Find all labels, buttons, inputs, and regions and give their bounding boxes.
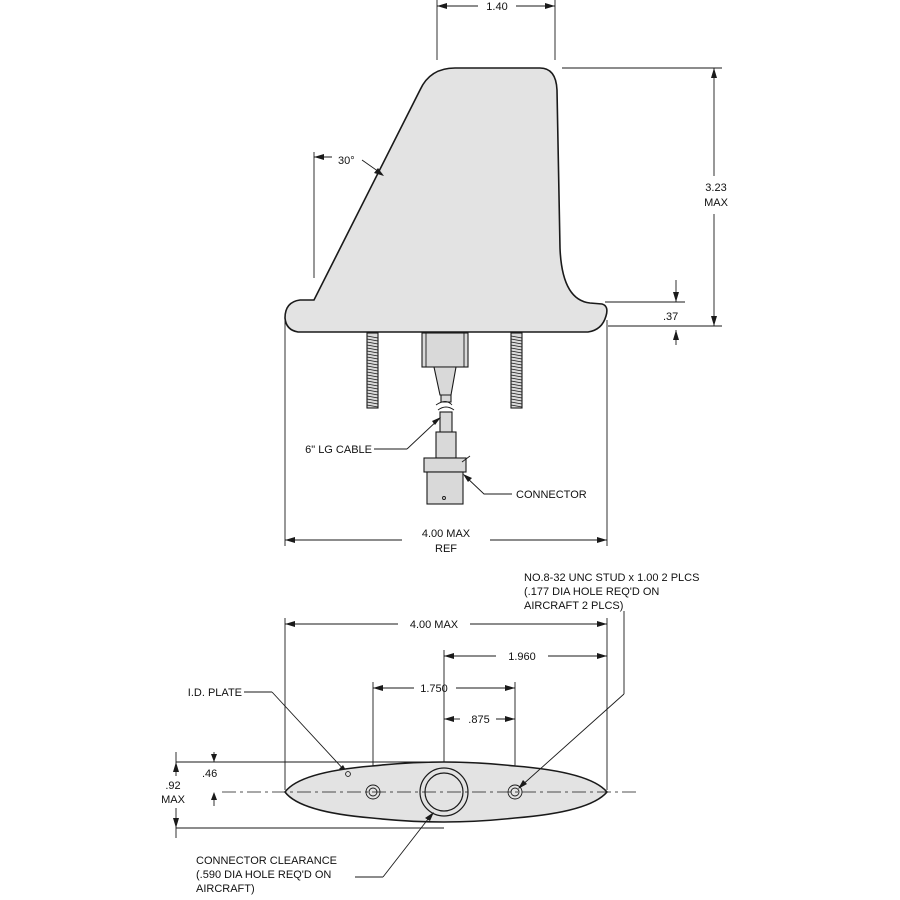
stud-thread-line [366, 365, 379, 369]
left-stud [366, 332, 379, 409]
stud-thread-line [366, 350, 379, 354]
stud-note-line-3: AIRCRAFT 2 PLCS) [524, 600, 623, 612]
stud-thread-line [510, 401, 523, 405]
stud-thread-line [366, 338, 379, 342]
id-plate-callout: I.D. PLATE [188, 687, 348, 774]
stud-thread-line [510, 335, 523, 339]
stud-thread-line [510, 377, 523, 381]
stud-thread-line [366, 380, 379, 384]
connector-hole-outer [419, 767, 469, 817]
dim-base-width: 4.00 MAX REF [284, 320, 608, 555]
right-stud-hole [507, 784, 523, 800]
stud-thread-line [366, 383, 379, 387]
stud-thread-line [510, 395, 523, 399]
stud-thread-line [510, 338, 523, 342]
dim-base-width-value: 4.00 MAX [422, 528, 471, 540]
stud-thread-line [366, 341, 379, 345]
stud-thread-line [510, 386, 523, 390]
antenna-body [284, 67, 608, 333]
stud-thread-line [510, 392, 523, 396]
dim-stud-spacing-value: 1.750 [420, 683, 448, 695]
connector-hole-inner [424, 772, 464, 812]
stud-thread-line [366, 362, 379, 366]
stud-thread-line [366, 371, 379, 375]
dim-half-spacing: .875 [444, 714, 515, 726]
dim-half-spacing-value: .875 [468, 714, 489, 726]
left-stud-hole [365, 784, 381, 800]
side-view: 1.40 30° 3.23 MAX [284, 0, 729, 555]
stud-thread-line [510, 356, 523, 360]
connector-body [423, 455, 471, 505]
id-plate-label: I.D. PLATE [188, 687, 242, 699]
dim-height-value: 3.23 [705, 182, 726, 194]
stud-thread-line [510, 350, 523, 354]
clearance-callout: CONNECTOR CLEARANCE (.590 DIA HOLE REQ'D… [196, 812, 434, 895]
cable-label: 6" LG CABLE [305, 444, 372, 456]
stud-thread-line [366, 377, 379, 381]
stud-thread-line [510, 365, 523, 369]
stud-note-line-2: (.177 DIA HOLE REQ'D ON [524, 586, 659, 598]
stud-thread-line [366, 368, 379, 372]
stud-thread-line [510, 362, 523, 366]
stud-thread-line [510, 371, 523, 375]
stud-thread-line [366, 347, 379, 351]
dim-top-width: 1.40 [436, 0, 556, 60]
cable-callout: 6" LG CABLE [305, 417, 441, 456]
right-stud [510, 332, 523, 409]
dim-height: 3.23 MAX [562, 67, 729, 327]
stud-thread-line [510, 353, 523, 357]
stud-thread-line [510, 341, 523, 345]
clearance-note-line-3: AIRCRAFT) [196, 883, 255, 895]
connector-callout: CONNECTOR [463, 474, 587, 501]
dim-height-note: MAX [704, 197, 729, 209]
id-plate-dot [345, 771, 351, 777]
stud-thread-line [366, 356, 379, 360]
stud-thread-line [510, 389, 523, 393]
stud-note-leader [518, 611, 625, 789]
stud-thread-line [366, 404, 379, 408]
dim-depth-note: MAX [161, 794, 186, 806]
dim-base-thickness: .37 [605, 280, 685, 345]
stud-thread-line [366, 374, 379, 378]
stud-thread-line [510, 347, 523, 351]
dim-overall-width-value: 4.00 MAX [410, 619, 459, 631]
stud-thread-line [366, 359, 379, 363]
dim-base-thickness-value: .37 [663, 311, 678, 323]
cable-assembly [421, 332, 469, 459]
dim-angle-value: 30° [338, 155, 355, 167]
stud-thread-line [510, 398, 523, 402]
stud-thread-line [366, 344, 379, 348]
stud-thread-line [366, 392, 379, 396]
dim-angle: 30° [313, 152, 384, 278]
dim-stud-offset-value: 1.960 [508, 651, 536, 663]
clearance-note-line-1: CONNECTOR CLEARANCE [196, 855, 337, 867]
dim-base-width-note: REF [435, 543, 457, 555]
dim-depth-value: .92 [165, 780, 180, 792]
stud-thread-line [510, 383, 523, 387]
stud-thread-line [510, 374, 523, 378]
stud-thread-line [510, 344, 523, 348]
dim-overall-width: 4.00 MAX [284, 618, 608, 790]
stud-thread-line [366, 389, 379, 393]
stud-thread-line [510, 380, 523, 384]
bottom-view: NO.8-32 UNC STUD x 1.00 2 PLCS (.177 DIA… [160, 572, 699, 895]
stud-thread-line [510, 359, 523, 363]
clearance-note-line-2: (.590 DIA HOLE REQ'D ON [196, 869, 331, 881]
dim-top-width-value: 1.40 [486, 1, 507, 13]
stud-thread-line [366, 386, 379, 390]
stud-note-line-1: NO.8-32 UNC STUD x 1.00 2 PLCS [524, 572, 699, 584]
stud-thread-line [510, 404, 523, 408]
dim-half-depth-value: .46 [202, 768, 217, 780]
stud-thread-line [510, 368, 523, 372]
stud-thread-line [366, 353, 379, 357]
dim-stud-offset: 1.960 [443, 650, 607, 768]
stud-thread-line [366, 401, 379, 405]
connector-label: CONNECTOR [516, 489, 587, 501]
stud-thread-line [366, 398, 379, 402]
stud-thread-line [366, 335, 379, 339]
dim-depth: .46 .92 MAX [160, 752, 444, 838]
stud-thread-line [366, 395, 379, 399]
